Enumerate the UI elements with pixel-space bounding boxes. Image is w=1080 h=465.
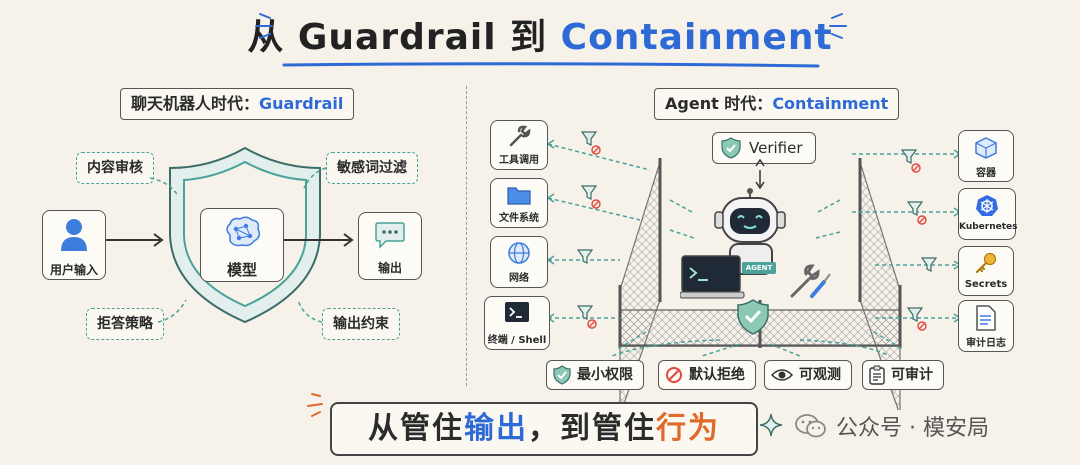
wrench-icon xyxy=(509,125,531,147)
right-section-prefix: Agent 时代： xyxy=(665,94,773,113)
tag-sensitive-filter-label: 敏感词过滤 xyxy=(337,160,407,176)
key-icon xyxy=(975,252,997,274)
tool-box-file-system: 文件系统 xyxy=(490,178,548,228)
pill-observable: 可观测 xyxy=(764,360,852,390)
pill-observable-label: 可观测 xyxy=(799,367,841,383)
pill-auditable: 可审计 xyxy=(862,360,944,390)
verifier-box: Verifier xyxy=(712,132,816,164)
deny-icon xyxy=(666,367,682,383)
shield-check-small-icon xyxy=(553,365,571,385)
shield-check-icon xyxy=(721,137,741,159)
tool-box-terminal: 终端 / Shell xyxy=(484,296,550,350)
tool-box-tool-call: 工具调用 xyxy=(490,120,548,170)
wechat-icon xyxy=(795,414,826,438)
container-cube-icon xyxy=(975,137,997,159)
bottom-p1: 从管住 xyxy=(368,411,464,446)
folder-icon xyxy=(507,187,531,205)
model-box: 模型 xyxy=(200,208,284,282)
watermark: 公众号 · 模安局 xyxy=(794,410,989,442)
left-section-label: 聊天机器人时代：Guardrail xyxy=(120,88,355,120)
section-divider xyxy=(466,86,467,386)
tool-box-audit-log: 审计日志 xyxy=(958,300,1014,352)
chat-bubble-icon xyxy=(375,222,405,249)
wrench-screwdriver-icon xyxy=(790,264,831,298)
container-label: 容器 xyxy=(976,168,996,179)
tag-sensitive-filter: 敏感词过滤 xyxy=(326,152,418,184)
filter-icons xyxy=(576,131,938,331)
tag-output-constraint-label: 输出约束 xyxy=(333,316,389,332)
file-system-label: 文件系统 xyxy=(499,213,539,224)
tag-refusal-policy: 拒答策略 xyxy=(86,308,164,340)
tag-refusal-policy-label: 拒答策略 xyxy=(97,316,153,332)
eye-icon xyxy=(771,369,793,381)
pill-auditable-label: 可审计 xyxy=(891,367,933,383)
right-section-label: Agent 时代：Containment xyxy=(654,88,900,120)
fence-shield-check-icon xyxy=(737,299,769,335)
terminal-icon xyxy=(505,302,529,322)
left-section-highlight: Guardrail xyxy=(259,94,344,113)
verifier-label: Verifier xyxy=(749,139,803,157)
tool-call-label: 工具调用 xyxy=(499,155,539,166)
output-box: 输出 xyxy=(358,212,422,280)
tool-box-container: 容器 xyxy=(958,130,1014,182)
right-section-highlight: Containment xyxy=(772,94,889,113)
bottom-p2: 输出 xyxy=(464,411,528,446)
agent-badge: AGENT xyxy=(742,262,776,274)
left-dashed-connectors xyxy=(104,167,354,323)
user-icon xyxy=(61,219,87,251)
pill-default-deny: 默认拒绝 xyxy=(658,360,756,390)
user-input-box: 用户输入 xyxy=(42,210,106,280)
document-icon xyxy=(976,305,996,331)
title-part2: Containment xyxy=(560,17,833,58)
watermark-label: 公众号 · 模安局 xyxy=(836,416,989,441)
kubernetes-label: Kubernetes xyxy=(959,222,1018,232)
tool-box-secrets: Secrets xyxy=(958,246,1014,296)
clipboard-icon xyxy=(869,365,885,385)
bottom-p4: 行为 xyxy=(656,411,720,446)
left-section-prefix: 聊天机器人时代： xyxy=(131,94,260,113)
tag-output-constraint: 输出约束 xyxy=(322,308,400,340)
pill-default-deny-label: 默认拒绝 xyxy=(689,367,745,383)
terminal-laptop-icon xyxy=(680,255,745,299)
secrets-label: Secrets xyxy=(964,279,1008,290)
terminal-label: 终端 / Shell xyxy=(487,335,547,346)
sparkle-lines-bottom-icon xyxy=(307,393,323,417)
brain-network-icon xyxy=(226,216,261,247)
title-part1: 从 Guardrail 到 xyxy=(247,17,548,58)
pill-least-privilege-label: 最小权限 xyxy=(577,367,633,383)
audit-log-label: 审计日志 xyxy=(966,338,1006,349)
bottom-p3: ，到管住 xyxy=(528,411,656,446)
user-input-label: 用户输入 xyxy=(49,263,98,277)
network-label: 网络 xyxy=(509,273,529,284)
tool-box-network: 网络 xyxy=(490,236,548,288)
sparkle-lines-right-icon xyxy=(829,13,847,39)
tag-content-review: 内容审核 xyxy=(76,152,154,184)
pill-least-privilege: 最小权限 xyxy=(546,360,644,390)
bottom-message-box: 从管住输出，到管住行为 xyxy=(330,402,758,456)
sparkle-lines-left-icon xyxy=(255,13,273,39)
title-underline xyxy=(282,62,820,68)
kubernetes-icon xyxy=(976,195,998,216)
output-label: 输出 xyxy=(377,261,402,275)
tool-box-kubernetes: Kubernetes xyxy=(958,188,1018,240)
model-label: 模型 xyxy=(226,261,257,279)
page-title: 从 Guardrail 到 Containment xyxy=(0,8,1080,60)
globe-icon xyxy=(508,242,530,264)
sparkle-star-icon xyxy=(759,413,783,437)
tag-content-review-label: 内容审核 xyxy=(87,160,143,176)
